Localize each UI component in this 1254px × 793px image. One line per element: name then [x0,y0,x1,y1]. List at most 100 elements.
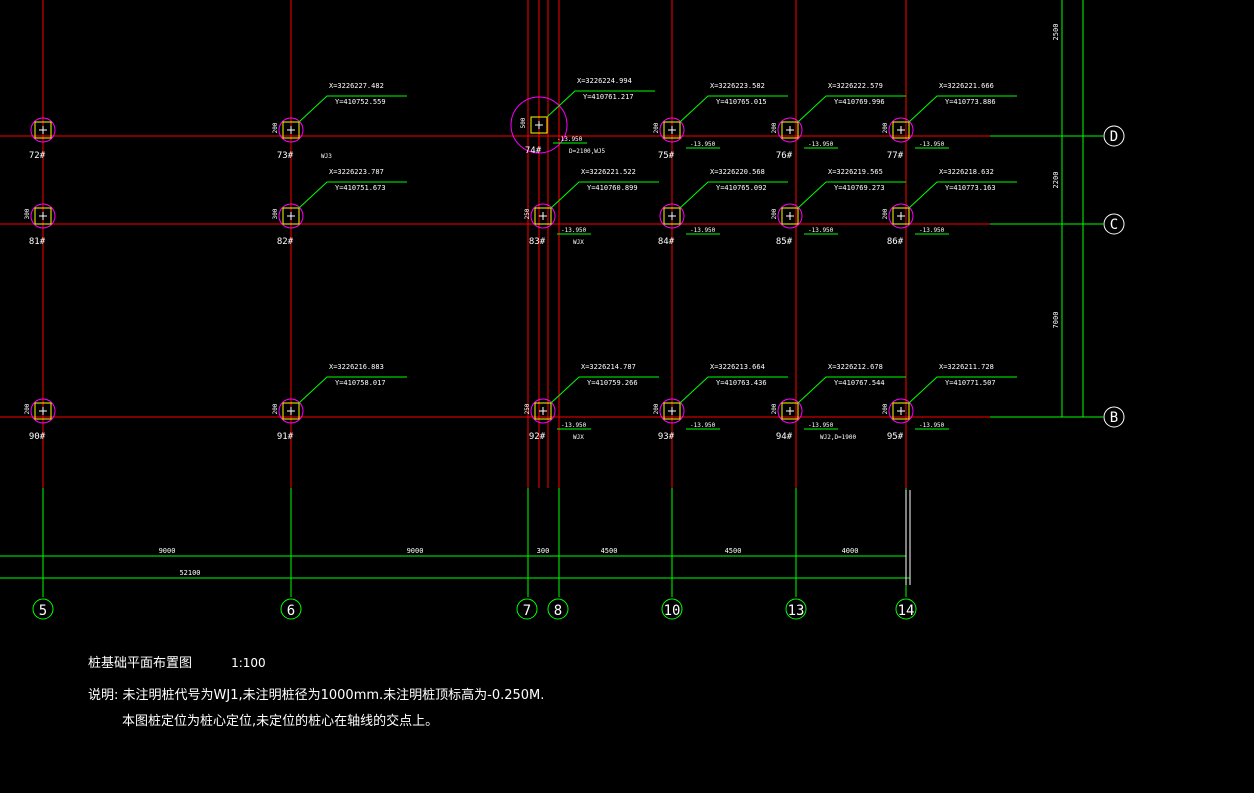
pile-coord-x: X=3226214.787 [581,363,636,371]
pile-coord-x: X=3226227.482 [329,82,384,90]
pile-cap-box [534,207,552,225]
axis-label-col-8: 8 [554,603,562,619]
dim-label: 9000 [159,547,176,555]
pile-circle [510,96,568,154]
pile-cap-box [663,121,681,139]
pile-elevation: -13.950 [808,141,834,148]
pile-number: 77# [887,151,904,161]
pile-number: 76# [776,151,793,161]
pile-coord-y: Y=410759.266 [587,379,638,387]
coord-leader [546,90,655,118]
axis-bubble-D [1103,125,1125,147]
axis-bubble-14 [895,598,917,620]
pile-74: 74#X=3226224.994Y=410761.217-13.950D=210… [510,77,655,156]
pile-coord-y: Y=410761.217 [583,93,634,101]
dim-label: 4000 [842,547,859,555]
coord-leader [550,181,659,209]
pile-circle [777,117,803,143]
pile-coord-x: X=3226223.582 [710,82,765,90]
axis-label-col-6: 6 [287,603,295,619]
pile-tag: WJX [573,239,584,246]
pile-circle [659,203,685,229]
pile-offset-dim: 200 [272,122,279,133]
pile-circle [777,398,803,424]
pile-offset-dim: 500 [520,117,527,128]
pile-circle [30,398,56,424]
dim-label: 9000 [407,547,424,555]
axis-lines-layer [0,0,1103,597]
pile-number: 84# [658,237,675,247]
axis-label-col-14: 14 [898,603,915,619]
pile-coord-x: X=3226220.568 [710,168,765,176]
pile-offset-dim: 200 [882,122,889,133]
pile-cap-box [663,402,681,420]
pile-elevation: -13.950 [690,422,716,429]
pile-coord-x: X=3226216.883 [329,363,384,371]
axis-bubble-C [1103,213,1125,235]
pile-tag: WJ3 [321,153,332,160]
pile-83: 83#X=3226221.522Y=410760.899-13.950WJX25… [524,168,659,247]
pile-circle [888,203,914,229]
pile-cap-box [781,121,799,139]
pile-coord-y: Y=410773.163 [945,184,996,192]
pile-coord-y: Y=410769.273 [834,184,885,192]
pile-circle [659,398,685,424]
coord-leader [298,95,407,123]
coord-leader [797,181,906,209]
pile-coord-x: X=3226213.664 [710,363,765,371]
pile-offset-dim: 200 [24,403,31,414]
pile-offset-dim: 200 [882,403,889,414]
coord-leader [679,376,788,404]
pile-number: 82# [277,237,294,247]
dim-total-label: 52100 [179,569,200,577]
coord-leader [908,181,1017,209]
pile-offset-dim: 200 [771,403,778,414]
pile-coord-x: X=3226224.994 [577,77,632,85]
pile-cap-box [892,402,910,420]
axis-label-row-B: B [1110,410,1118,426]
pile-cap-box [282,402,300,420]
pile-number: 90# [29,432,46,442]
pile-number: 81# [29,237,46,247]
pile-offset-dim: 200 [771,208,778,219]
coord-leader [908,95,1017,123]
coord-leader [298,181,407,209]
coord-leader [679,181,788,209]
pile-coord-y: Y=410771.507 [945,379,996,387]
pile-cap-box [34,402,52,420]
pile-number: 73# [277,151,294,161]
pile-elevation: -13.950 [919,422,945,429]
pile-number: 86# [887,237,904,247]
pile-coord-y: Y=410758.017 [335,379,386,387]
pile-offset-dim: 200 [882,208,889,219]
pile-coord-y: Y=410769.996 [834,98,885,106]
axis-label-row-C: C [1110,217,1118,233]
pile-number: 75# [658,151,675,161]
pile-circle [278,398,304,424]
note-line-1: 说明: 未注明桩代号为WJ1,未注明桩径为1000mm.未注明桩顶标高为-0.2… [88,688,545,703]
dim-label: 4500 [601,547,618,555]
pile-coord-x: X=3226219.565 [828,168,883,176]
pile-offset-dim: 250 [524,403,531,414]
drawing-title: 桩基础平面布置图 [88,656,193,671]
pile-cap-box [781,402,799,420]
pile-elevation: -13.950 [561,422,587,429]
dim-label-right: 2500 [1052,24,1060,41]
pile-number: 92# [529,432,546,442]
pile-coord-y: Y=410773.886 [945,98,996,106]
pile-circle [659,117,685,143]
note-line-2: 本图桩定位为桩心定位,未定位的桩心在轴线的交点上。 [122,714,439,729]
title-block: 桩基础平面布置图 1:100 [88,652,266,671]
pile-coord-y: Y=410752.559 [335,98,386,106]
pile-coord-y: Y=410763.436 [716,379,767,387]
axis-bubble-8 [547,598,569,620]
pile-tag: WJ2,D=1900 [820,434,857,441]
pile-coord-x: X=3226211.728 [939,363,994,371]
axis-bubble-6 [280,598,302,620]
